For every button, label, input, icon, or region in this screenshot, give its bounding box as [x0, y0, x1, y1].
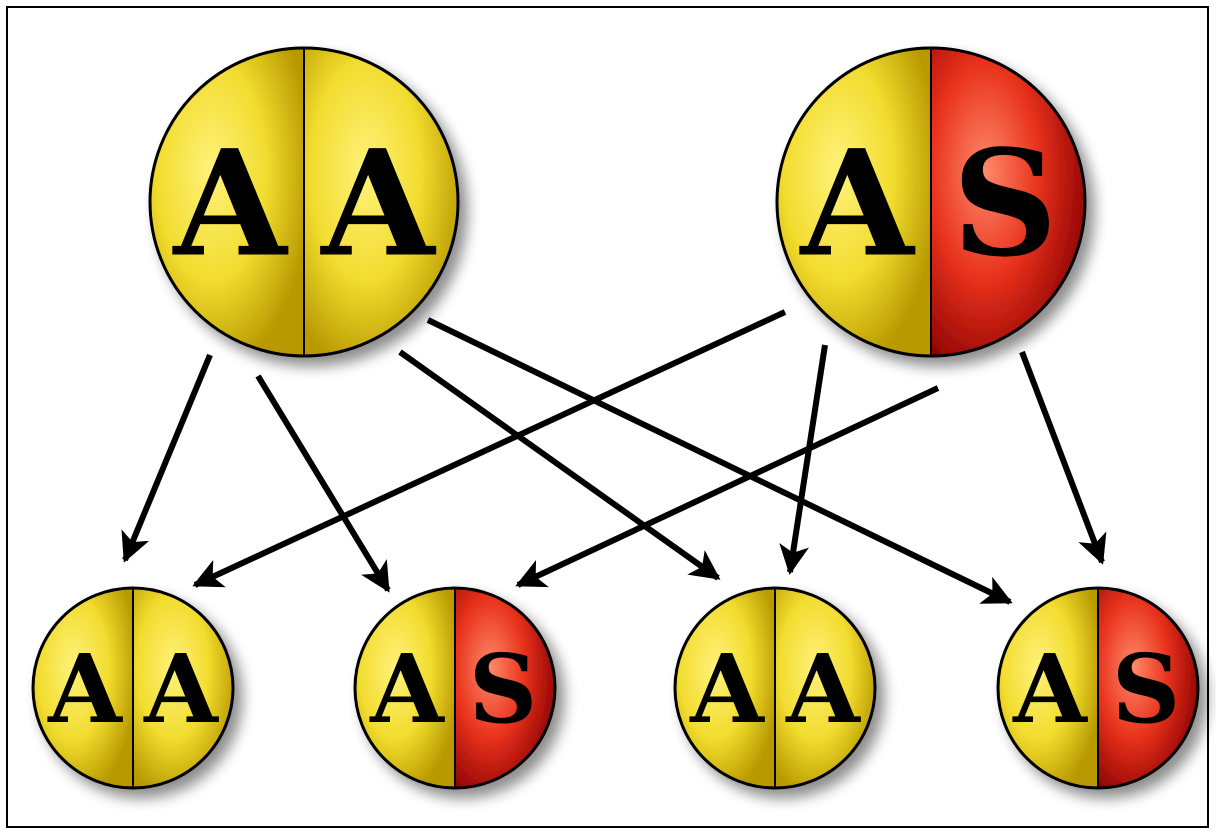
inheritance-arrow [1019, 350, 1107, 565]
left-half [150, 48, 304, 356]
right-allele-label: A [143, 634, 219, 745]
inheritance-arrow [192, 309, 787, 588]
inheritance-arrow [779, 344, 828, 575]
left-half [777, 48, 931, 356]
inheritance-arrow [121, 353, 213, 563]
right-half [931, 48, 1085, 356]
inheritance-arrow [426, 317, 1013, 605]
right-half [1098, 588, 1198, 788]
left-half [33, 588, 133, 788]
right-allele-label: A [785, 634, 861, 745]
right-half [133, 588, 233, 788]
right-half [775, 588, 875, 788]
right-half [304, 48, 458, 356]
left-allele-label: A [47, 634, 123, 745]
left-allele-label: A [171, 119, 288, 290]
right-allele-label: S [1112, 634, 1181, 745]
right-allele-label: S [952, 119, 1057, 290]
inheritance-arrow [398, 349, 721, 581]
left-allele-label: A [369, 634, 445, 745]
left-half [998, 588, 1098, 788]
right-allele-label: A [319, 119, 436, 290]
left-half [675, 588, 775, 788]
inheritance-arrow [255, 374, 391, 593]
right-half [455, 588, 555, 788]
left-allele-label: A [798, 119, 915, 290]
arrows-layer [121, 309, 1107, 605]
left-allele-label: A [689, 634, 765, 745]
right-allele-label: S [469, 634, 538, 745]
inheritance-arrow [515, 385, 940, 588]
left-allele-label: A [1012, 634, 1088, 745]
left-half [355, 588, 455, 788]
